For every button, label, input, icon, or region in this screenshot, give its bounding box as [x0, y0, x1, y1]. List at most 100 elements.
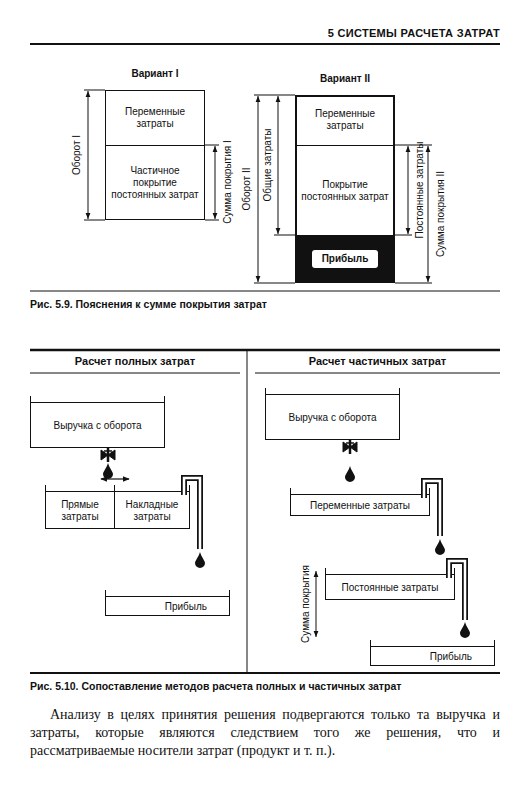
dimension-label: Оборот I: [71, 135, 82, 175]
dimension-line: [88, 91, 89, 219]
box-text: Прибыль: [430, 651, 472, 663]
dimension-tick: [395, 283, 432, 284]
flow-drip: [103, 448, 113, 479]
dimension-label: Общие затраты: [262, 129, 273, 202]
flow-drip: [345, 440, 355, 482]
box-text: Переменные затраты: [310, 500, 410, 512]
pipe: [107, 448, 110, 462]
profit-tank: Прибыль: [370, 640, 495, 666]
dimension-tick: [205, 145, 219, 146]
revenue-tank: Выручка с оборота: [265, 388, 400, 440]
box-text: Переменные затраты: [299, 108, 391, 132]
water-line: [371, 646, 494, 647]
dimension-line: [316, 571, 317, 637]
drop-head: [435, 539, 445, 555]
cost-segment: Частичное покрытие постоянных затрат: [105, 145, 205, 220]
column-heading: Расчет частичных затрат: [255, 355, 500, 367]
dimension-tick: [274, 235, 295, 236]
revenue-tank: Выручка с оборота: [30, 396, 165, 448]
dimension-tick: [254, 283, 295, 284]
pipe-bore: [449, 561, 465, 620]
figure-rule: [30, 349, 500, 352]
drop-head: [103, 463, 113, 479]
pipe: [349, 440, 352, 454]
water-line: [46, 491, 114, 492]
cost-tank: Прямые затраты: [45, 485, 115, 529]
box-text: Переменные затраты: [109, 106, 201, 130]
dimension-label: Сумма покрытия I: [222, 140, 233, 223]
water-line: [106, 596, 229, 597]
header-rule: [30, 43, 500, 45]
column-heading: Вариант II: [275, 73, 415, 85]
dimension-tick: [84, 220, 105, 221]
water-line: [291, 494, 429, 495]
valve-wing: [350, 442, 357, 452]
water-line: [266, 394, 399, 395]
box-text: Частичное покрытие постоянных затрат: [109, 165, 201, 201]
water-line: [115, 491, 189, 492]
cost-tank: Накладные затраты: [115, 485, 190, 529]
figure-caption: Рис. 5.9. Пояснения к сумме покрытия зат…: [30, 298, 500, 310]
dimension-lines: [84, 90, 432, 283]
dimension-label: Сумма покрытия II: [435, 171, 446, 257]
variant-column: Вариант IПеременные затратыЧастичное пок…: [105, 68, 205, 220]
dimension-tick: [395, 235, 412, 236]
dimension-line: [408, 146, 409, 234]
body-text: Анализу в целях принятия решения подверг…: [30, 706, 500, 761]
valve-symbol: [101, 450, 115, 460]
valve-symbol: [343, 442, 357, 452]
water-line: [31, 402, 164, 403]
cost-tank: Постоянные затраты: [325, 568, 455, 600]
profit-tank: Прибыль: [105, 590, 230, 616]
dimension-tick: [84, 90, 105, 91]
valve-wing: [101, 450, 108, 460]
valve-wing: [343, 442, 350, 452]
arrow-line: [101, 478, 129, 479]
dimension-line: [215, 146, 216, 219]
figure-rule: [30, 291, 500, 292]
drop-head: [195, 552, 205, 568]
cost-segment: Переменные затраты: [295, 95, 395, 145]
column-heading: Расчет полных затрат: [30, 355, 240, 367]
box-text: Накладные затраты: [118, 499, 186, 523]
dimension-line: [258, 96, 259, 282]
cost-segment: Покрытие постоянных затрат: [295, 145, 395, 235]
dimension-label: Оборот II: [241, 168, 252, 211]
dimension-tick: [205, 220, 219, 221]
dimension-label: Постоянные затраты: [414, 142, 425, 239]
dimension-label: Сумма покрытия: [300, 565, 311, 643]
column-divider: [247, 350, 248, 672]
dimension-line: [428, 146, 429, 282]
overflow-pipe: [424, 481, 445, 555]
box-text: Прибыль: [312, 250, 379, 268]
cost-segment: Переменные затраты: [105, 90, 205, 145]
box-text: Постоянные затраты: [342, 582, 439, 594]
profit-band: Прибыль: [295, 235, 395, 283]
column-heading: Вариант I: [85, 68, 225, 80]
valve-wing: [108, 450, 115, 460]
water-line: [326, 574, 454, 575]
pipe-wall: [424, 481, 440, 536]
box-text: Прибыль: [165, 601, 207, 613]
dimension-tick: [254, 95, 295, 96]
cost-tank: Переменные затраты: [290, 488, 430, 516]
box-text: Прямые затраты: [49, 499, 111, 523]
drop-head: [460, 622, 470, 638]
valve-handle: [346, 442, 354, 444]
pipe-wall: [449, 561, 465, 620]
pipe-bore: [184, 478, 200, 549]
box-text: Выручка с оборота: [53, 420, 141, 432]
box-text: Покрытие постоянных затрат: [299, 179, 391, 203]
variant-column: Вариант IIПеременные затратыПокрытие пос…: [295, 73, 395, 283]
shift-arrow: [101, 479, 129, 480]
pipe-bore: [424, 481, 440, 536]
figure-rule: [30, 672, 500, 674]
drop-head: [345, 466, 355, 482]
running-head: 5 СИСТЕМЫ РАСЧЕТА ЗАТРАТ: [250, 27, 500, 39]
dimension-line: [278, 96, 279, 234]
valve-handle: [104, 450, 112, 452]
pipe-wall: [184, 478, 200, 549]
figure-caption: Рис. 5.10. Сопоставление методов расчета…: [30, 680, 500, 692]
column-rule: [30, 373, 240, 374]
